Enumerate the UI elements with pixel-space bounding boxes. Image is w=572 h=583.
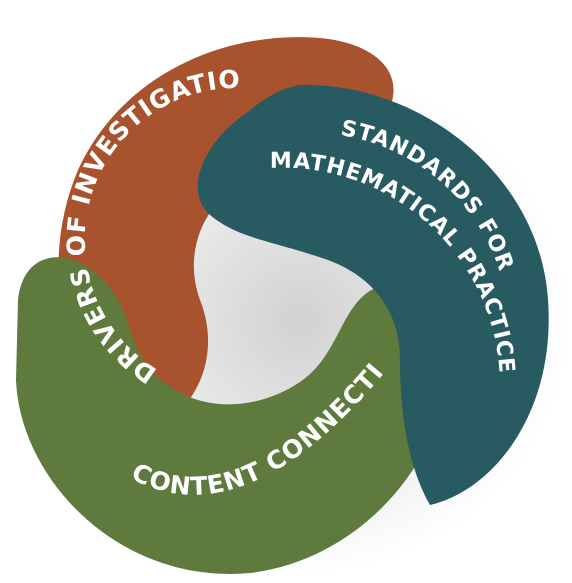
segment-standards-for-mathematical-practice	[197, 84, 549, 505]
segment-content-connections	[16, 257, 450, 574]
